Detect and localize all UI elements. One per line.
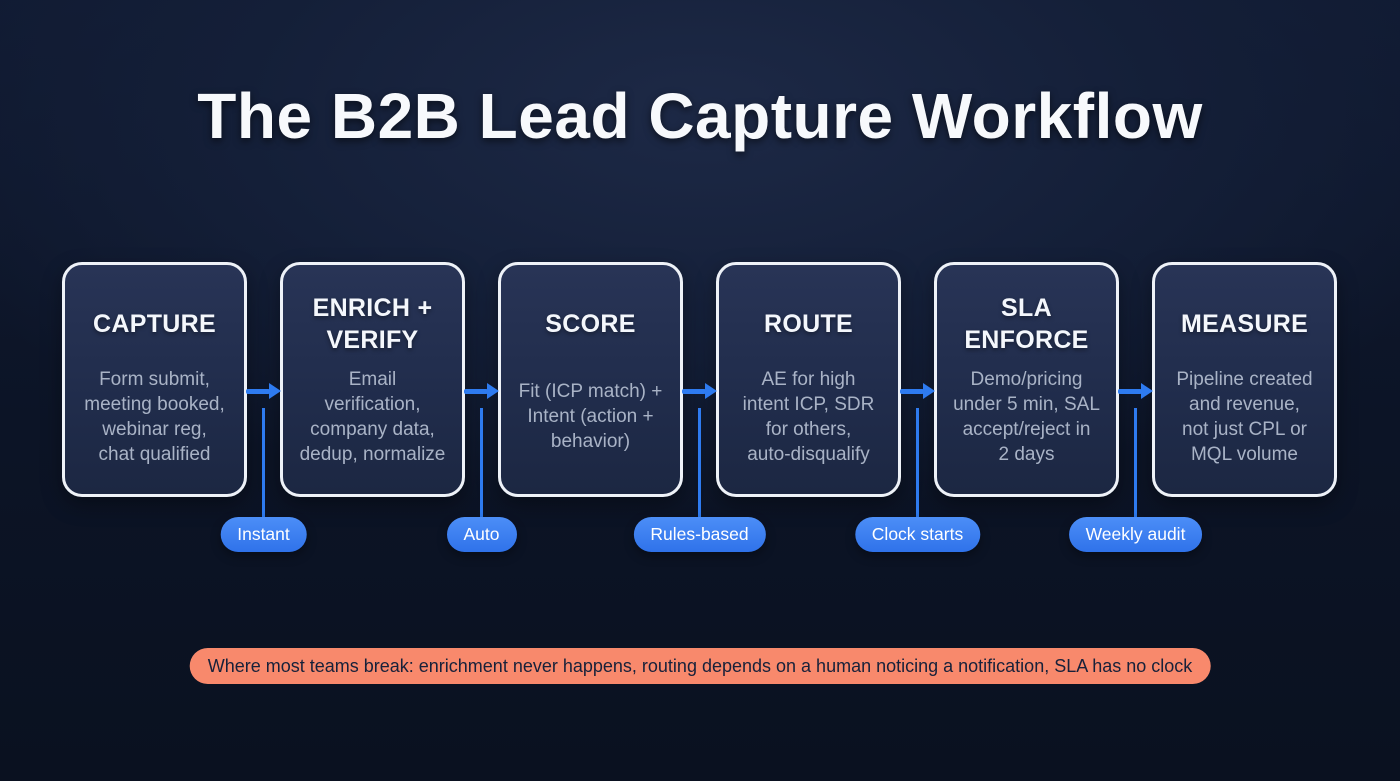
step-description: Email verification, company data, dedup,… xyxy=(299,368,446,465)
workflow-diagram: CAPTURE Form submit, meeting booked, web… xyxy=(62,262,1337,497)
arrow-right-icon xyxy=(900,383,935,399)
page-title: The B2B Lead Capture Workflow xyxy=(197,80,1203,152)
arrow-shaft xyxy=(682,389,706,394)
arrow-head xyxy=(923,383,935,399)
step-title: SCORE xyxy=(545,310,636,338)
arrow-shaft xyxy=(246,389,270,394)
step-title: ROUTE xyxy=(764,310,853,338)
arrow-head xyxy=(1141,383,1153,399)
step-title: CAPTURE xyxy=(93,310,216,338)
connector-label-auto: Auto xyxy=(446,517,517,552)
step-measure: MEASURE Pipeline created and revenue, no… xyxy=(1152,262,1337,497)
step-route: ROUTE AE for high intent ICP, SDR for ot… xyxy=(716,262,901,497)
connector-line xyxy=(1134,408,1137,520)
connector-label-instant: Instant xyxy=(220,517,307,552)
step-sla-enforce: SLA ENFORCE Demo/pricing under 5 min, SA… xyxy=(934,262,1119,497)
step-capture: CAPTURE Form submit, meeting booked, web… xyxy=(62,262,247,497)
connector-label-weekly-audit: Weekly audit xyxy=(1068,517,1203,552)
step-enrich-verify: ENRICH + VERIFY Email verification, comp… xyxy=(280,262,465,497)
step-title: ENRICH + VERIFY xyxy=(312,294,433,354)
step-description: Fit (ICP match) + Intent (action + behav… xyxy=(518,381,663,452)
arrow-head xyxy=(705,383,717,399)
step-title: MEASURE xyxy=(1180,310,1309,338)
connector-line xyxy=(480,408,483,520)
step-description: Pipeline created and revenue, not just C… xyxy=(1176,368,1313,465)
step-title: SLA ENFORCE xyxy=(964,294,1089,354)
step-score: SCORE Fit (ICP match) + Intent (action +… xyxy=(498,262,683,497)
connector-line xyxy=(698,408,701,520)
connector-label-clock-starts: Clock starts xyxy=(854,517,981,552)
arrow-right-icon xyxy=(246,383,281,399)
connector-line xyxy=(262,408,265,520)
arrow-right-icon xyxy=(464,383,499,399)
step-description: Demo/pricing under 5 min, SAL accept/rej… xyxy=(953,368,1100,465)
connector-line xyxy=(916,408,919,520)
arrow-right-icon xyxy=(1118,383,1153,399)
arrow-head xyxy=(487,383,499,399)
arrow-shaft xyxy=(464,389,488,394)
step-description: Form submit, meeting booked, webinar reg… xyxy=(84,368,225,465)
arrow-right-icon xyxy=(682,383,717,399)
step-description: AE for high intent ICP, SDR for others, … xyxy=(742,368,875,465)
footnote-banner: Where most teams break: enrichment never… xyxy=(189,648,1211,684)
arrow-shaft xyxy=(900,389,924,394)
arrow-head xyxy=(269,383,281,399)
arrow-shaft xyxy=(1118,389,1142,394)
connector-label-rules-based: Rules-based xyxy=(633,517,766,552)
